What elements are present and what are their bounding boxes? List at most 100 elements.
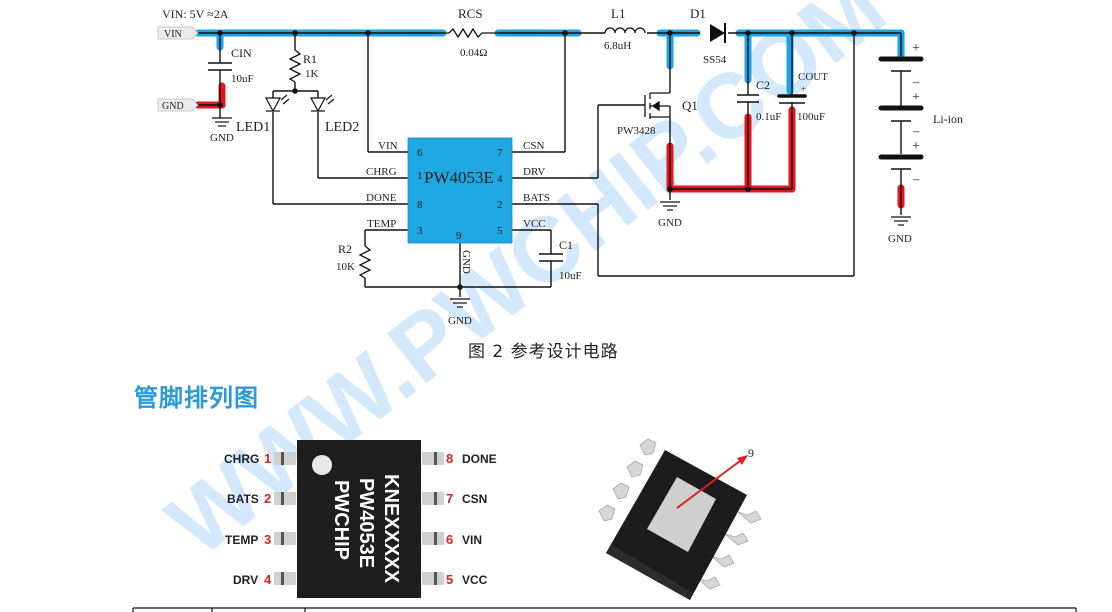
l1-value: 6.8uH (604, 40, 631, 52)
led1-label: LED1 (236, 120, 270, 135)
table-top-border (132, 607, 1077, 612)
cout-value: 100uF (797, 111, 825, 123)
svg-text:6: 6 (417, 147, 423, 159)
vin-spec-note: VIN: 5V ≈2A (162, 7, 229, 21)
ground-symbol (450, 298, 470, 308)
svg-text:3: 3 (417, 225, 423, 237)
led1 (264, 94, 290, 113)
svg-text:5: 5 (497, 225, 503, 237)
ic-pw4053e: PW4053E 6 1 8 3 7 4 2 5 9 (407, 137, 513, 244)
svg-text:8: 8 (417, 199, 423, 211)
c1-name: C1 (559, 238, 573, 252)
left-leads (274, 452, 296, 585)
svg-text:PW4053E: PW4053E (355, 478, 377, 568)
capacitor-cin (208, 62, 232, 71)
rcs-name: RCS (458, 6, 483, 21)
c2-value: 0.1uF (756, 111, 781, 123)
svg-text:CHRG: CHRG (366, 166, 397, 178)
svg-text:BATS: BATS (523, 192, 550, 204)
svg-text:DONE: DONE (366, 192, 397, 204)
cout-name: COUT (798, 71, 828, 83)
package-3d-view: 9 (598, 438, 762, 600)
l1-name: L1 (611, 6, 625, 21)
svg-text:VCC: VCC (523, 218, 546, 230)
svg-text:+: + (912, 90, 920, 105)
ic-name: PW4053E (424, 168, 494, 187)
ground-symbol (660, 201, 680, 211)
svg-text:GND: GND (162, 101, 184, 112)
d1-value: SS54 (703, 54, 727, 66)
r1-value: 1K (305, 68, 319, 80)
svg-text:TEMP: TEMP (225, 533, 258, 547)
svg-text:DRV: DRV (523, 166, 545, 178)
ic-pin-labels: VIN CHRG DONE TEMP CSN DRV BATS VCC GND (366, 140, 550, 274)
svg-text:+: + (912, 41, 920, 56)
led2 (309, 94, 335, 113)
cin-value: 10uF (231, 73, 254, 85)
cout-plus: + (801, 84, 806, 94)
svg-text:3: 3 (264, 532, 271, 547)
svg-text:–: – (912, 74, 920, 89)
svg-text:1: 1 (264, 451, 271, 466)
capacitor-c2 (737, 94, 759, 103)
svg-text:CHRG: CHRG (224, 452, 259, 466)
inductor-l1 (604, 27, 646, 34)
svg-text:7: 7 (497, 147, 503, 159)
resistor-r2 (358, 245, 372, 279)
ground-symbol (891, 216, 911, 226)
wires (198, 32, 902, 297)
resistor-rcs (443, 27, 498, 39)
svg-text:PWCHIP: PWCHIP (330, 480, 352, 560)
vin-port: VIN (157, 26, 199, 40)
battery-li-ion (878, 56, 924, 170)
svg-text:5: 5 (446, 572, 453, 587)
svg-text:9: 9 (456, 230, 462, 242)
svg-text:7: 7 (446, 491, 453, 506)
svg-text:1: 1 (417, 170, 423, 182)
ground-label: GND (448, 315, 472, 327)
svg-text:+: + (912, 139, 920, 154)
c1-value: 10uF (559, 270, 582, 282)
svg-text:GND: GND (460, 250, 472, 274)
ground-label: GND (658, 217, 682, 229)
svg-text:4: 4 (264, 572, 272, 587)
mosfet-q1 (644, 92, 671, 119)
junction-dots (217, 30, 857, 290)
svg-text:BATS: BATS (227, 492, 259, 506)
figure-caption: 图 2 参考设计电路 (468, 342, 619, 362)
svg-text:2: 2 (264, 491, 271, 506)
resistor-r1 (288, 49, 302, 83)
r2-value: 10K (336, 261, 355, 273)
diode-d1 (710, 23, 726, 43)
svg-text:KNEXXXXX: KNEXXXXX (380, 474, 402, 584)
battery-polarity-marks: + – + – + – (912, 41, 920, 186)
svg-text:2: 2 (497, 199, 503, 211)
svg-text:6: 6 (446, 532, 453, 547)
gnd-port: GND (157, 98, 199, 112)
svg-text:CSN: CSN (462, 492, 487, 506)
svg-text:CSN: CSN (523, 140, 544, 152)
svg-text:VCC: VCC (462, 573, 488, 587)
svg-text:TEMP: TEMP (367, 218, 396, 230)
pinout-diagram: KNEXXXXX PW4053E PWCHIP CHRG 1 BATS 2 TE… (224, 440, 497, 598)
cin-name: CIN (231, 46, 252, 60)
rcs-value: 0.04Ω (460, 47, 487, 59)
r1-name: R1 (303, 52, 317, 66)
exposed-pad-label: 9 (748, 446, 754, 460)
right-leads (422, 452, 444, 585)
svg-text:VIN: VIN (378, 140, 398, 152)
capacitor-cout (777, 94, 807, 104)
ground-symbol (212, 117, 232, 127)
svg-text:DONE: DONE (462, 452, 497, 466)
chip-marking: KNEXXXXX PW4053E PWCHIP (330, 474, 402, 584)
svg-text:8: 8 (446, 451, 453, 466)
q1-name: Q1 (682, 98, 698, 113)
r2-name: R2 (338, 242, 352, 256)
svg-text:VIN: VIN (164, 29, 182, 40)
ground-label: GND (888, 233, 912, 245)
led2-label: LED2 (325, 120, 359, 135)
svg-text:–: – (912, 171, 920, 186)
q1-value: PW3428 (617, 125, 656, 137)
